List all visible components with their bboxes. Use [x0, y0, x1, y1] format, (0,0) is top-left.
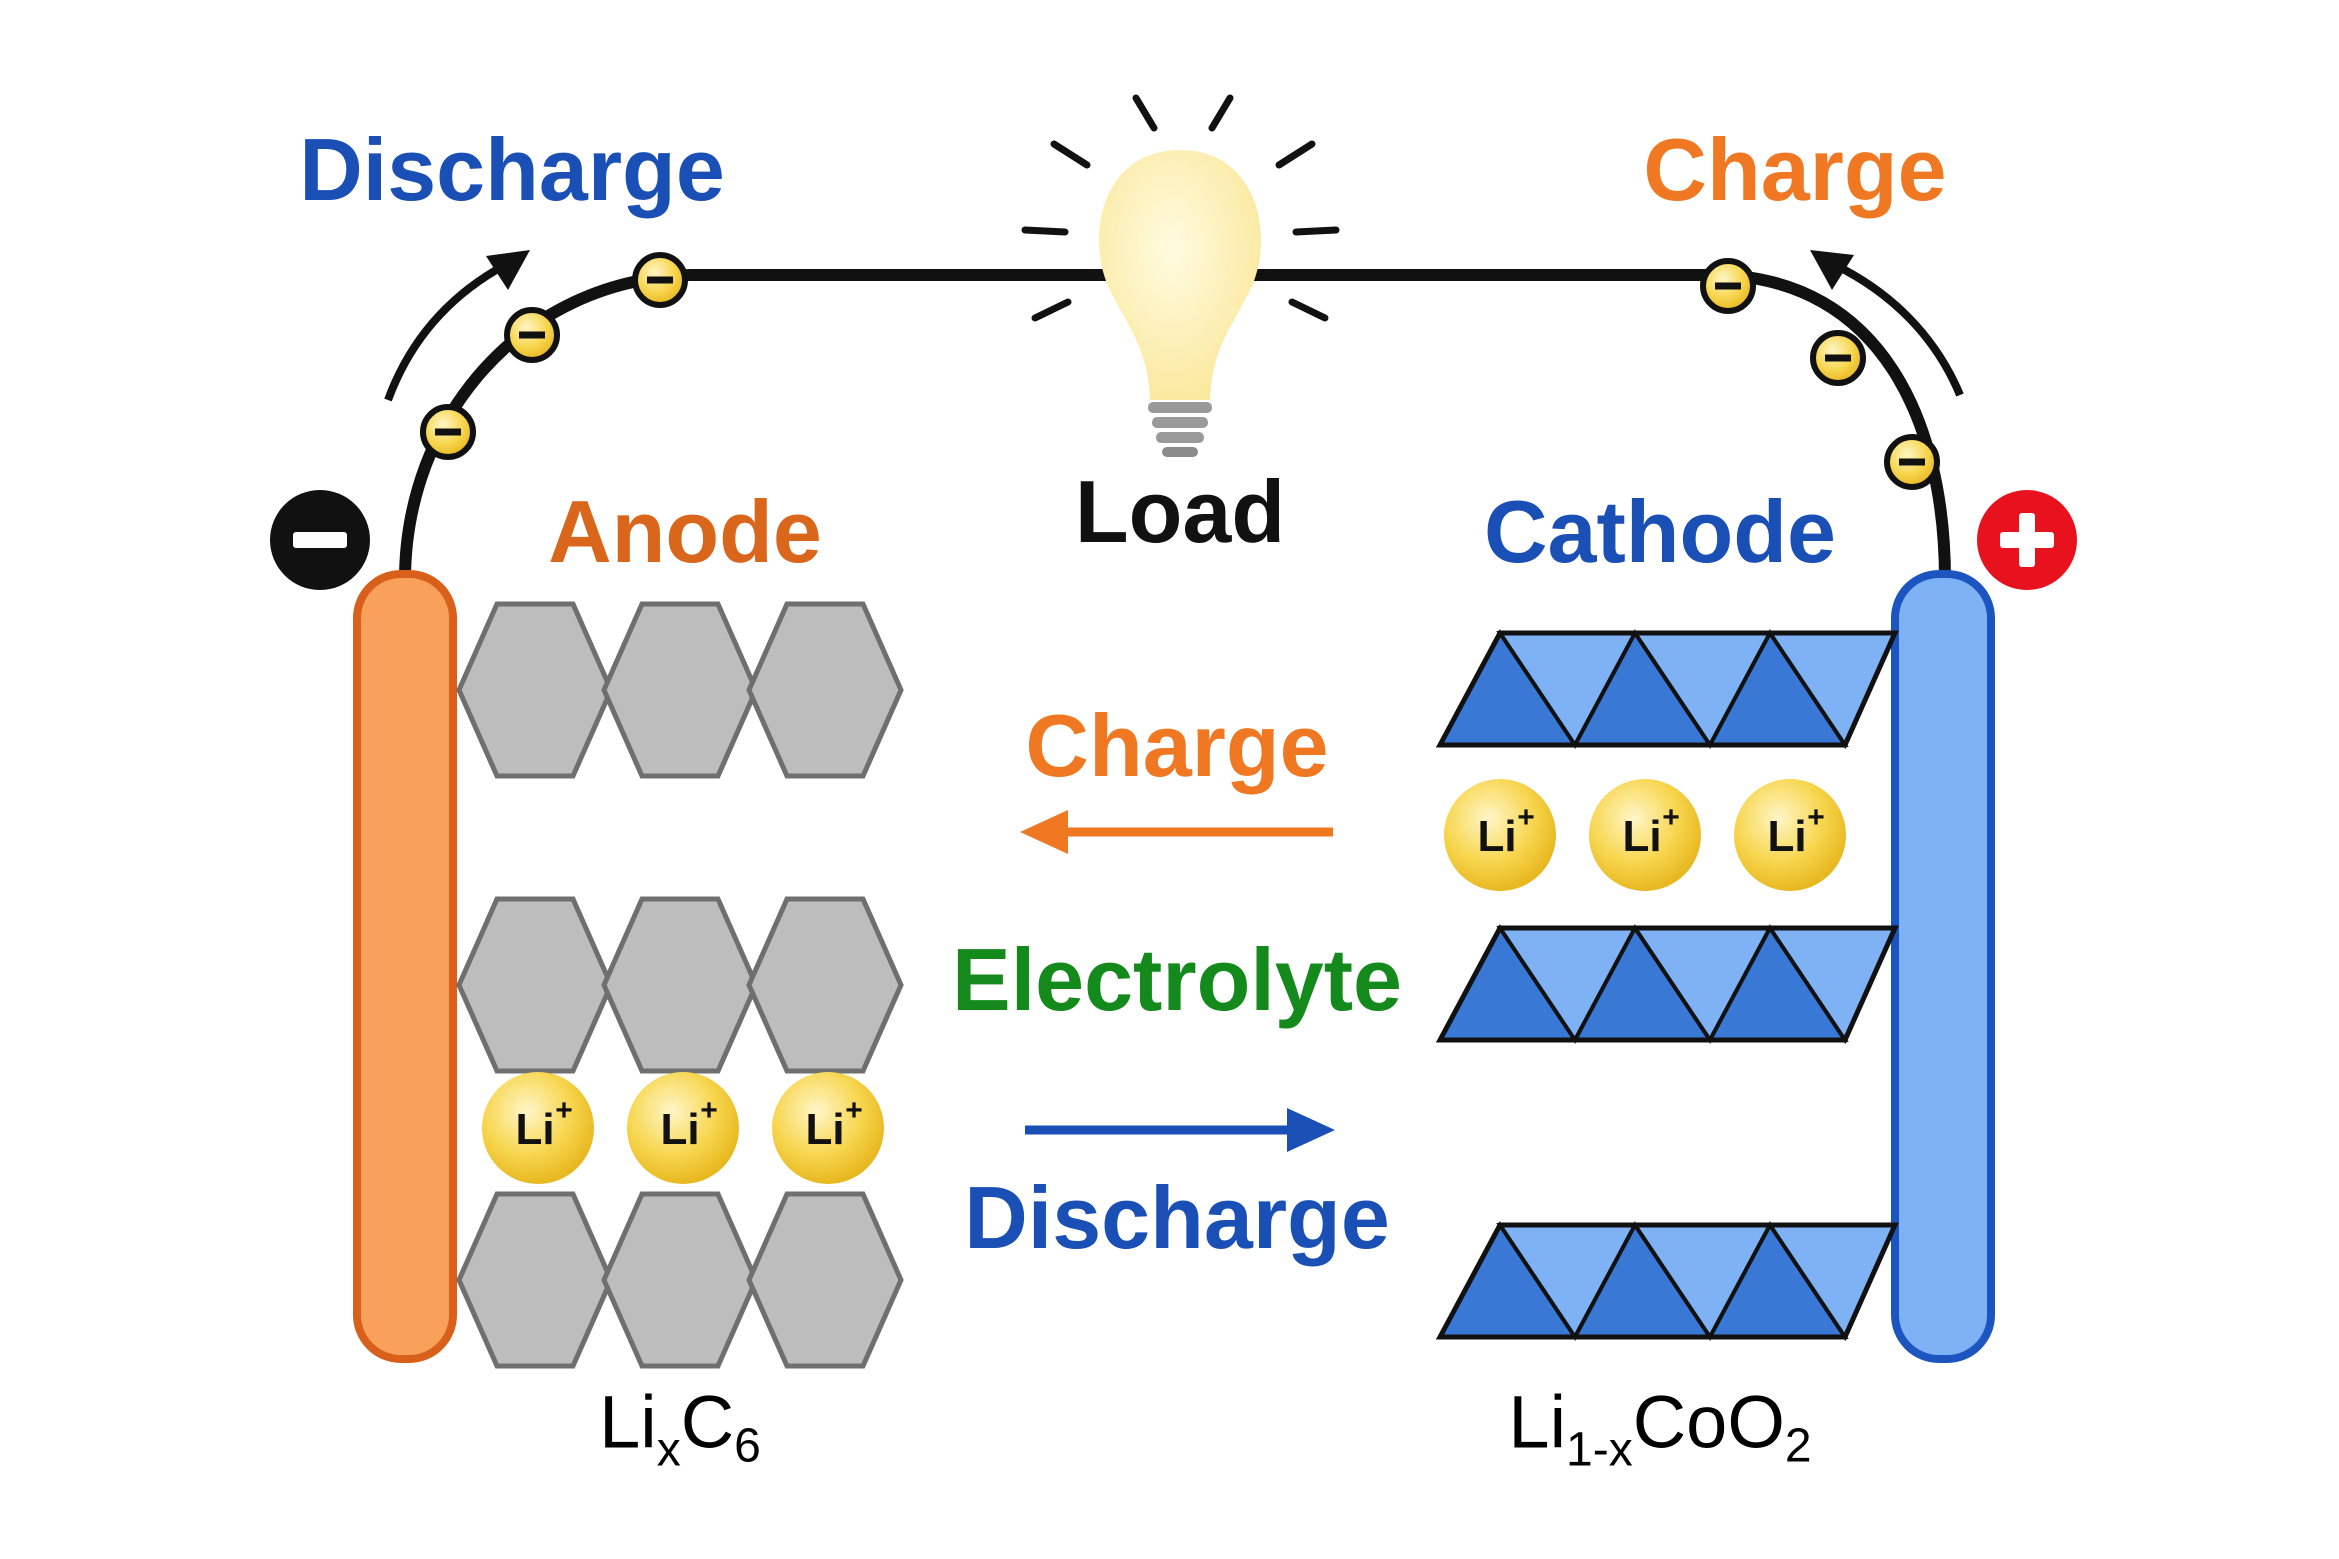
- graphite-hexagon: [601, 896, 759, 1074]
- minus-circle-icon: [270, 490, 370, 590]
- lithium-ion-label: Li: [1767, 812, 1806, 861]
- electron: [632, 252, 688, 308]
- lithium-ion-charge: +: [700, 1094, 718, 1127]
- cobalt-oxide-band-outline: [1435, 630, 1899, 748]
- lithium-ion-charge: +: [1807, 801, 1825, 834]
- lithium-ion: Li+: [1734, 779, 1846, 891]
- lithium-ion-charge: +: [555, 1094, 573, 1127]
- electron: [1700, 258, 1756, 314]
- graphite-hexagon: [746, 601, 904, 779]
- lithium-ion-charge: +: [1662, 801, 1680, 834]
- light-bulb-icon: [1021, 94, 1340, 457]
- lithium-ion: Li+: [772, 1072, 884, 1184]
- electrons: [420, 252, 1940, 490]
- graphite-hexagon: [456, 1191, 614, 1369]
- graphite-hexagon: [456, 601, 614, 779]
- lithium-ion: Li+: [627, 1072, 739, 1184]
- graphite-hexagon: [601, 1191, 759, 1369]
- lithium-ion-charge: +: [1517, 801, 1535, 834]
- cobalt-oxide-layers: [1435, 629, 1899, 1342]
- discharge-flow-arrow: [384, 250, 530, 402]
- cathode-electrode: [1891, 570, 1995, 1363]
- electron: [1810, 330, 1866, 386]
- lithium-ions: Li+Li+Li+Li+Li+Li+: [482, 779, 1846, 1184]
- lithium-ion-label: Li: [805, 1105, 844, 1154]
- lithium-ion: Li+: [1589, 779, 1701, 891]
- cobalt-oxide-band-outline: [1435, 925, 1899, 1043]
- plus-circle-icon: [1977, 490, 2077, 590]
- lithium-ion: Li+: [482, 1072, 594, 1184]
- charge-flow-arrow: [1810, 250, 1964, 397]
- graphite-hexagon: [746, 1191, 904, 1369]
- electron: [420, 404, 476, 460]
- graphite-hexagon: [601, 601, 759, 779]
- lithium-ion-charge: +: [845, 1094, 863, 1127]
- graphite-layers: [456, 601, 904, 1369]
- cobalt-oxide-band-outline: [1435, 1222, 1899, 1340]
- discharge-ion-arrow: [1025, 1108, 1335, 1152]
- anode-electrode: [353, 570, 457, 1363]
- charge-ion-arrow: [1020, 810, 1333, 854]
- graphite-hexagon: [456, 896, 614, 1074]
- lithium-ion: Li+: [1444, 779, 1556, 891]
- lithium-ion-label: Li: [660, 1105, 699, 1154]
- lithium-ion-label: Li: [1622, 812, 1661, 861]
- lithium-ion-label: Li: [1477, 812, 1516, 861]
- graphite-hexagon: [746, 896, 904, 1074]
- lithium-ion-label: Li: [515, 1105, 554, 1154]
- electron: [504, 307, 560, 363]
- electron: [1884, 434, 1940, 490]
